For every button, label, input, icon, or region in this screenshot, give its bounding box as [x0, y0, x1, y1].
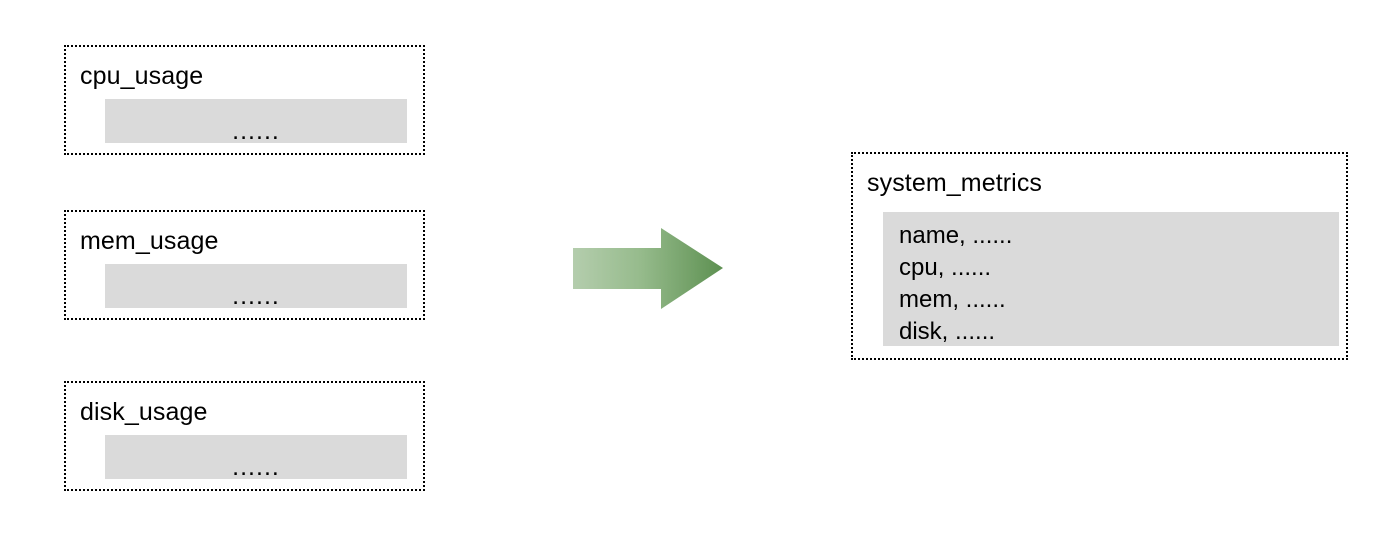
node-cpu-usage-title: cpu_usage	[80, 62, 204, 90]
node-disk-usage-panel: ......	[105, 435, 407, 481]
node-system-metrics-panel: name, ...... cpu, ...... mem, ...... dis…	[883, 212, 1339, 346]
node-system-metrics-title: system_metrics	[867, 169, 1043, 197]
node-cpu-usage-ellipsis: ......	[232, 117, 280, 145]
system-metrics-field-row: mem, ......	[899, 286, 1006, 313]
node-cpu-usage-panel: ......	[105, 99, 407, 145]
node-disk-usage-title: disk_usage	[80, 398, 208, 426]
system-metrics-field-list: name, ...... cpu, ...... mem, ...... dis…	[899, 220, 1012, 348]
system-metrics-field-row: name, ......	[899, 222, 1013, 249]
node-cpu-usage[interactable]: cpu_usage ......	[64, 45, 425, 155]
system-metrics-field-row: cpu, ......	[899, 254, 992, 281]
node-mem-usage-panel: ......	[105, 264, 407, 310]
node-system-metrics[interactable]: system_metrics name, ...... cpu, ...... …	[851, 152, 1348, 360]
node-mem-usage-title: mem_usage	[80, 227, 219, 255]
merge-arrow	[570, 222, 730, 318]
node-disk-usage-ellipsis: ......	[232, 453, 280, 481]
system-metrics-field-row: disk, ......	[899, 318, 996, 345]
node-mem-usage-ellipsis: ......	[232, 282, 280, 310]
node-mem-usage[interactable]: mem_usage ......	[64, 210, 425, 320]
node-disk-usage[interactable]: disk_usage ......	[64, 381, 425, 491]
arrow-right-icon	[573, 228, 723, 309]
